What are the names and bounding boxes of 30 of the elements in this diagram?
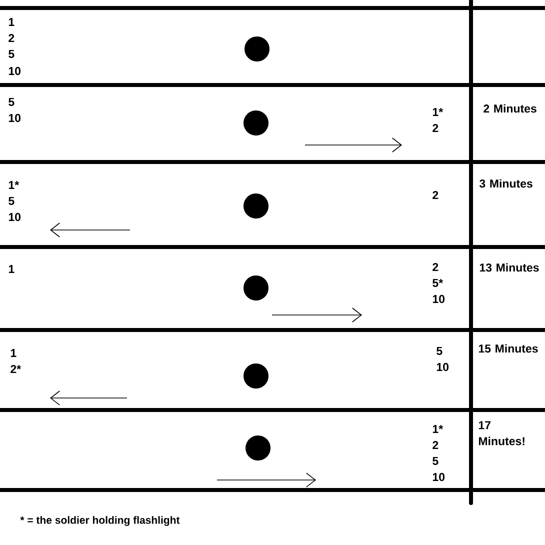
soldier-number: 10	[8, 114, 21, 122]
soldier-number: 1	[10, 349, 16, 357]
soldier-number: 2	[432, 190, 438, 200]
elapsed-time: 15 Minutes	[478, 344, 538, 353]
soldier-number: 1	[8, 265, 14, 273]
soldier-number: 10	[8, 66, 21, 76]
soldier-number: 10	[436, 362, 449, 372]
soldier-number: 5	[8, 98, 14, 106]
soldier-number: 5	[8, 50, 14, 58]
soldier-number: 1*	[8, 181, 20, 189]
soldier-number: 1*	[432, 425, 444, 433]
soldier-number: 5	[8, 197, 14, 205]
caption: * = the soldier holding flashlight	[20, 516, 180, 526]
soldier-number: 10	[432, 294, 445, 304]
elapsed-time: 3 Minutes	[479, 179, 532, 188]
soldier-number: 2	[432, 262, 438, 272]
soldier-number: 5*	[432, 279, 444, 287]
elapsed-time: 13 Minutes	[480, 263, 539, 272]
soldier-number: 2	[432, 124, 438, 132]
soldier-number: 5	[436, 347, 442, 355]
soldier-number: 2	[8, 34, 14, 42]
elapsed-time: 17 Minutes!	[478, 421, 524, 446]
elapsed-time: 2 Minutes	[484, 104, 536, 113]
soldier-number: 10	[8, 212, 21, 222]
soldier-number: 2	[432, 441, 438, 450]
soldier-number: 1	[8, 18, 14, 26]
soldier-number: 10	[432, 472, 445, 482]
soldier-number: 5	[432, 457, 438, 466]
soldier-number: 1*	[432, 108, 444, 116]
soldier-number: 2*	[10, 365, 22, 374]
